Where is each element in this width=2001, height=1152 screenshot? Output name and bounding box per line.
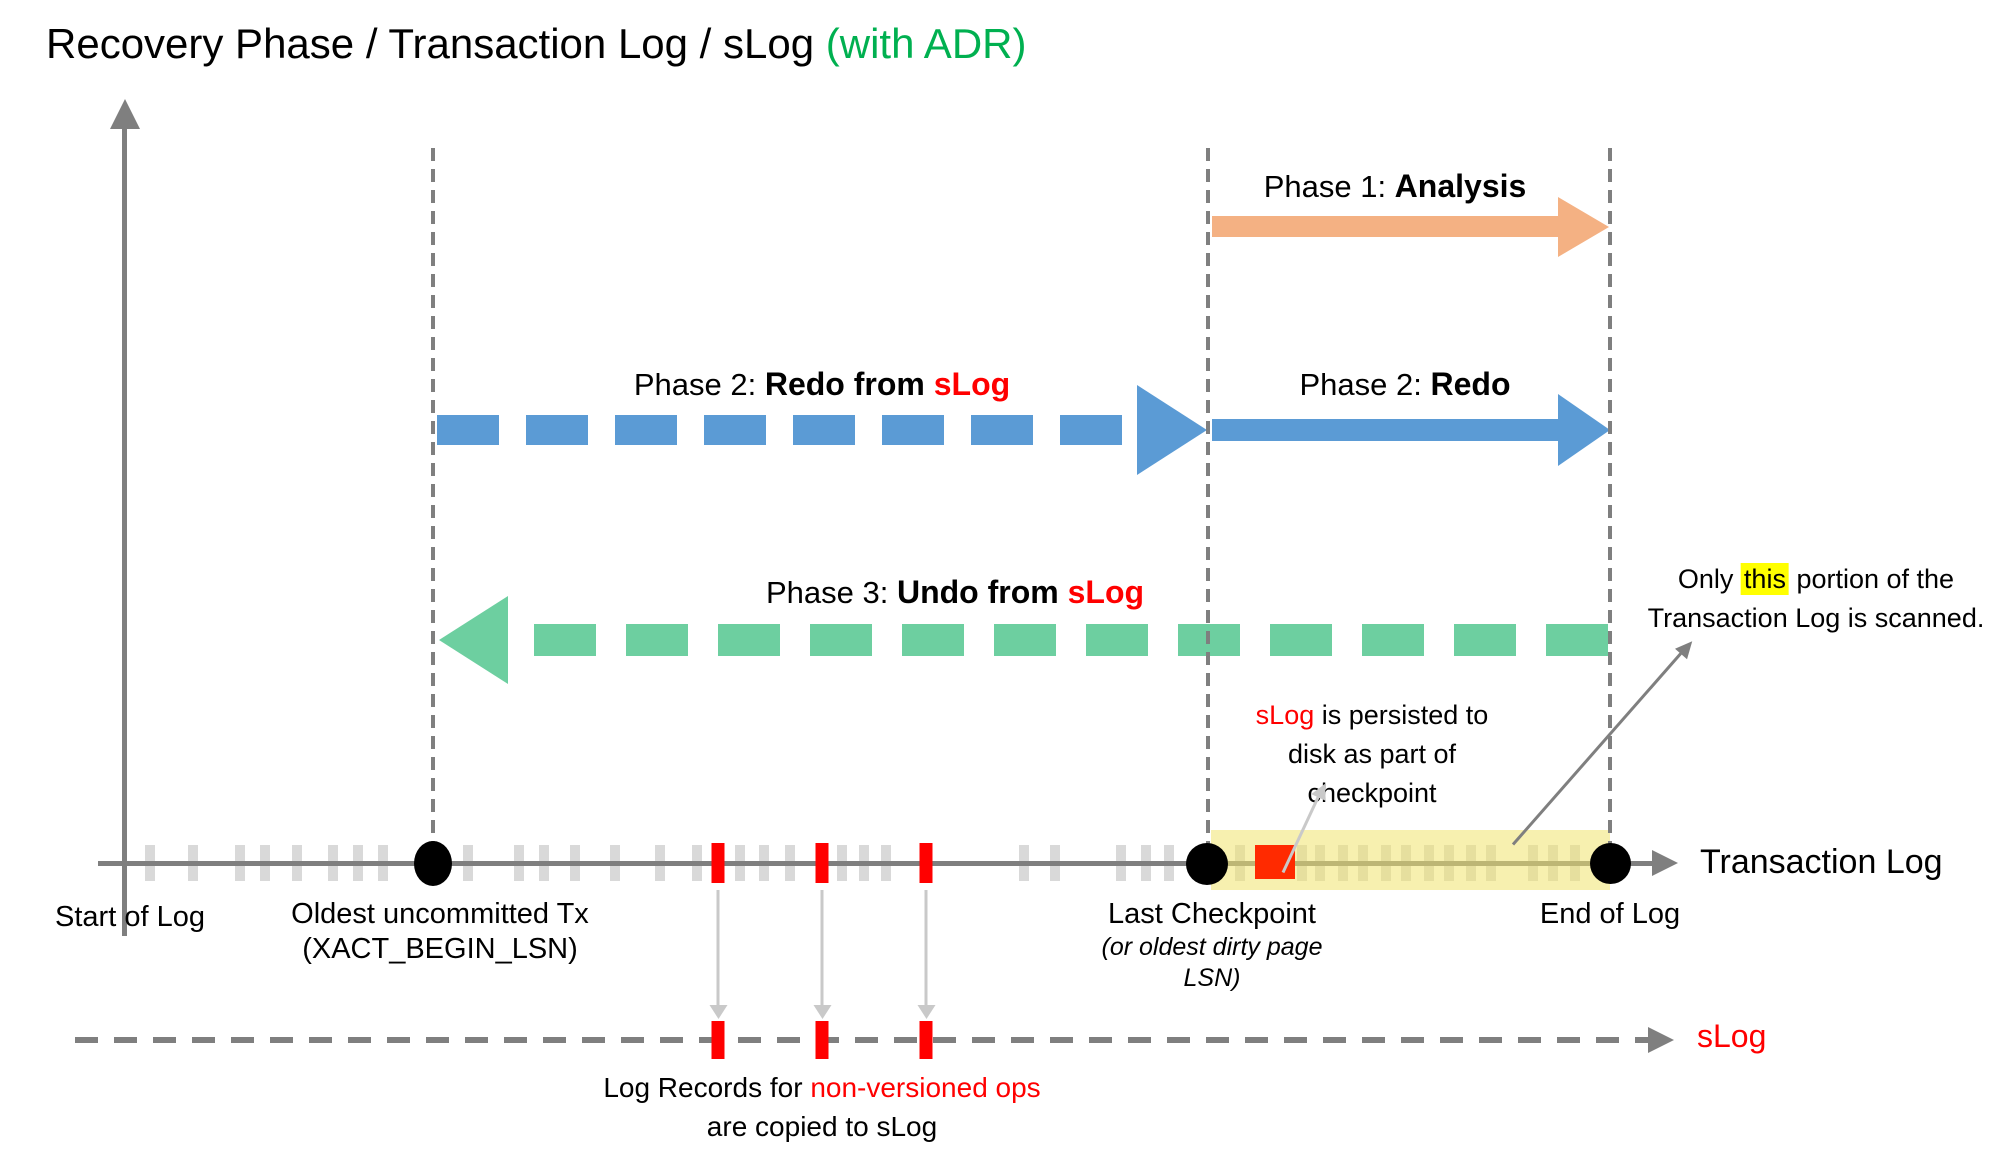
copy-note-line2: are copied to sLog — [706, 1111, 938, 1142]
phase2-arrowhead-icon — [1558, 394, 1610, 466]
scan-note-line2: Transaction Log is scanned. — [1647, 603, 1985, 633]
scan-note-arrow — [1511, 635, 1698, 846]
last-checkpoint-line3: LSN) — [1183, 964, 1241, 992]
oldest-tx-label: Oldest uncommitted Tx (XACT_BEGIN_LSN) — [291, 897, 589, 967]
scan-note: Only this portion of the Transaction Log… — [1647, 560, 1985, 638]
scan-note-highlight: this — [1740, 563, 1789, 595]
phase3-prefix: Phase 3: — [765, 575, 897, 610]
title-main: Recovery Phase / Transaction Log / sLog — [46, 20, 815, 67]
last-checkpoint-label: Last Checkpoint (or oldest dirty page LS… — [1102, 897, 1323, 994]
persist-note-line1: sLog is persisted to — [1256, 696, 1489, 735]
phase3-name: Undo from — [896, 574, 1068, 610]
copy-note: Log Records for non-versioned ops are co… — [603, 1068, 1040, 1146]
oldest-tx-line2: (XACT_BEGIN_LSN) — [302, 933, 578, 965]
persist-note: sLog is persisted to disk as part of che… — [1256, 696, 1489, 813]
persist-note-red: sLog — [1255, 700, 1315, 730]
phase2-name: Redo — [1430, 366, 1511, 402]
end-of-log-label: End of Log — [1539, 898, 1681, 930]
phase2-prefix: Phase 2: — [1299, 367, 1431, 402]
phase2-slog-name: Redo from — [764, 366, 934, 402]
vertical-axis-arrowhead-icon — [110, 99, 140, 129]
scan-note-post: portion of the — [1788, 564, 1955, 594]
phase1-prefix: Phase 1: — [1263, 169, 1395, 204]
slog-axis — [75, 1037, 1652, 1043]
phase1-arrowhead-icon — [1558, 197, 1609, 257]
transaction-log-label: Transaction Log — [1700, 843, 1943, 881]
phase2-redo-arrow — [1212, 419, 1560, 441]
phase2-slog-arrowhead-icon — [1137, 385, 1207, 475]
slog-arrowhead-icon — [1648, 1027, 1674, 1053]
transaction-log-axis — [98, 861, 1656, 866]
persist-note-line2: disk as part of — [1287, 739, 1457, 769]
scan-note-line1: Only this portion of the — [1648, 560, 1985, 599]
copy-note-pre: Log Records for — [603, 1072, 811, 1103]
phase3-red: sLog — [1067, 574, 1145, 610]
scan-note-pre: Only — [1677, 564, 1741, 594]
phase2-slog-label: Phase 2: Redo from sLog — [634, 366, 1010, 403]
phase2-label: Phase 2: Redo — [1300, 366, 1511, 403]
dashed-line-end-of-log — [1608, 148, 1612, 850]
page-title: Recovery Phase / Transaction Log / sLog … — [46, 20, 1026, 68]
phase1-label: Phase 1: Analysis — [1264, 168, 1527, 205]
copy-note-line1: Log Records for non-versioned ops — [603, 1068, 1040, 1107]
start-of-log-label: Start of Log — [55, 901, 205, 933]
phase2-redo-from-slog-arrow — [437, 415, 1137, 445]
phase2-slog-prefix: Phase 2: — [633, 367, 765, 402]
copy-note-red: non-versioned ops — [810, 1072, 1041, 1103]
title-adr-suffix: (with ADR) — [814, 20, 1027, 67]
phase1-name: Analysis — [1394, 168, 1527, 204]
last-checkpoint-dot — [1186, 843, 1228, 885]
phase3-undo-from-slog-arrow — [508, 624, 1608, 656]
phase1-analysis-arrow — [1212, 216, 1560, 237]
persist-note-line3: checkpoint — [1307, 778, 1437, 808]
phase2-slog-red: sLog — [933, 366, 1011, 402]
vertical-axis — [122, 126, 127, 936]
slog-label: sLog — [1697, 1018, 1767, 1054]
oldest-tx-dot — [414, 841, 452, 886]
phase3-arrowhead-icon — [439, 596, 508, 684]
dashed-line-last-checkpoint — [1206, 148, 1210, 850]
scan-note-arrowhead-icon — [1674, 635, 1698, 659]
end-of-log-dot — [1590, 843, 1631, 884]
last-checkpoint-line2: (or oldest dirty page — [1101, 933, 1323, 961]
last-checkpoint-line1: Last Checkpoint — [1108, 898, 1316, 930]
dashed-line-oldest-tx — [431, 148, 435, 850]
persist-note-rest: is persisted to — [1314, 700, 1489, 730]
transaction-log-arrowhead-icon — [1652, 850, 1678, 876]
phase3-label: Phase 3: Undo from sLog — [766, 574, 1144, 611]
oldest-tx-line1: Oldest uncommitted Tx — [291, 898, 589, 930]
